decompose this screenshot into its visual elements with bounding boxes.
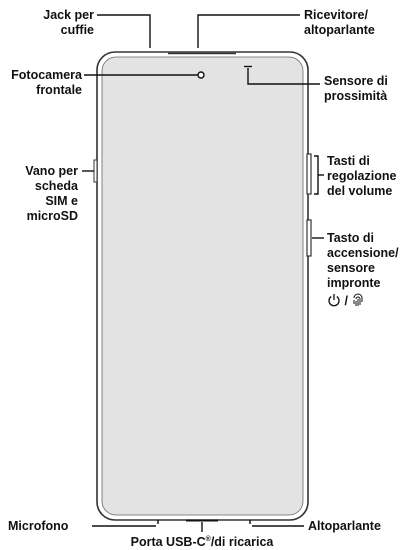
- power-fingerprint-icons: /: [327, 293, 407, 309]
- label-proximity-line2: prossimità: [324, 89, 388, 103]
- label-sim-line1: Vano per: [25, 164, 78, 178]
- front-camera-icon: [197, 71, 205, 79]
- label-sim-tray: Vano per scheda SIM e microSD: [2, 164, 78, 224]
- label-proximity-line1: Sensore di: [324, 74, 388, 88]
- label-power-key: Tasto di accensione/ sensore impronte /: [327, 231, 407, 309]
- label-front-camera-line1: Fotocamera: [11, 68, 82, 82]
- label-receiver-line2: altoparlante: [304, 23, 375, 37]
- label-sim-line4: microSD: [26, 209, 78, 223]
- label-power-line4: impronte: [327, 276, 381, 290]
- label-power-line2: accensione/: [327, 246, 399, 260]
- label-volume-line3: del volume: [327, 184, 393, 198]
- label-front-camera: Fotocamera frontale: [2, 68, 82, 98]
- label-headphone-jack-line1: Jack per: [43, 8, 94, 22]
- label-receiver-speaker: Ricevitore/ altoparlante: [304, 8, 404, 38]
- label-sim-line2: scheda: [34, 179, 78, 193]
- label-receiver-line1: Ricevitore/: [304, 8, 368, 22]
- label-usb-registered: ®: [205, 536, 211, 543]
- label-headphone-jack-line2: cuffie: [60, 23, 94, 37]
- label-volume-line2: regolazione: [327, 169, 397, 183]
- sim-tray: [93, 159, 98, 183]
- label-usb-part2: /di ricarica: [210, 535, 274, 550]
- volume-keys: [306, 153, 312, 195]
- label-microphone-text: Microfono: [8, 519, 69, 533]
- power-icon: [328, 294, 340, 307]
- label-power-line1: Tasto di: [327, 231, 374, 245]
- label-front-camera-line2: frontale: [36, 83, 82, 97]
- label-power-line3: sensore: [327, 261, 375, 275]
- label-volume-keys: Tasti di regolazione del volume: [327, 154, 407, 199]
- callout-lines: [82, 14, 324, 532]
- label-loudspeaker-text: Altoparlante: [308, 519, 381, 533]
- label-sim-line3: SIM e: [45, 194, 78, 208]
- label-usb-part1: Porta USB-C: [130, 535, 206, 550]
- label-headphone-jack: Jack per cuffie: [10, 8, 94, 38]
- power-key: [306, 219, 312, 257]
- label-usb-port: Porta USB-C®/di ricarica: [100, 532, 304, 550]
- icon-separator: /: [344, 294, 352, 308]
- label-loudspeaker: Altoparlante: [308, 519, 408, 534]
- label-volume-line1: Tasti di: [327, 154, 370, 168]
- label-proximity-sensor: Sensore di prossimità: [324, 74, 408, 104]
- phone-screen: [101, 56, 304, 516]
- label-usb-text: Porta USB-C®/di ricarica: [131, 535, 274, 549]
- label-microphone: Microfono: [8, 519, 92, 534]
- fingerprint-icon: [353, 293, 363, 306]
